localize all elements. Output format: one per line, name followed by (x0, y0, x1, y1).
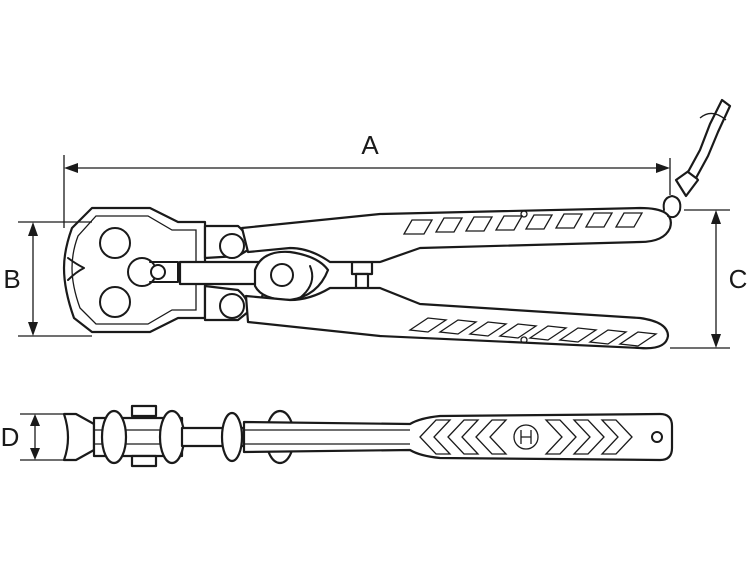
edge-bolt-bottom (130, 454, 158, 468)
lanyard-ring (662, 195, 682, 219)
cutter-edge-view (62, 404, 674, 468)
link-pivot-bottom (219, 293, 245, 319)
main-pivot (270, 263, 294, 287)
edge-bolt-top (130, 404, 158, 418)
dimension-a-label: A (361, 130, 379, 160)
head-bolt-top (99, 227, 131, 259)
head-bolt-bottom (99, 286, 131, 318)
edge-grip-chevrons (419, 419, 633, 455)
dimension-d: D (1, 413, 64, 461)
dimension-d-label: D (1, 422, 20, 452)
head-bolt-center-inner (150, 264, 166, 280)
edge-roller-left (100, 409, 128, 465)
lower-grip-ridges (408, 317, 658, 347)
edge-handle (242, 412, 674, 462)
edge-link-pin (220, 411, 244, 463)
edge-logo-circle (513, 424, 539, 450)
dimension-c-label: C (729, 264, 748, 294)
link-pivot-top (219, 233, 245, 259)
lanyard-strap-detail (699, 112, 727, 121)
lanyard-strap (686, 98, 732, 180)
edge-logo-h (520, 430, 532, 444)
lower-handle (244, 286, 670, 350)
dimension-b-label: B (3, 264, 20, 294)
upper-handle (240, 206, 672, 264)
cutter-head-inner (71, 215, 197, 325)
edge-head-flare (62, 412, 96, 462)
dimension-c: C (670, 209, 748, 349)
edge-handle-hole (651, 431, 663, 443)
cutter-side-view (62, 98, 732, 350)
upper-grip-ridges (402, 210, 644, 235)
dimension-a: A (63, 130, 671, 228)
head-center-link (149, 261, 179, 283)
jaw-tips (67, 257, 85, 281)
adjust-screw-nut (350, 260, 374, 276)
edge-roller-right (158, 409, 186, 465)
dimension-b: B (3, 221, 92, 337)
